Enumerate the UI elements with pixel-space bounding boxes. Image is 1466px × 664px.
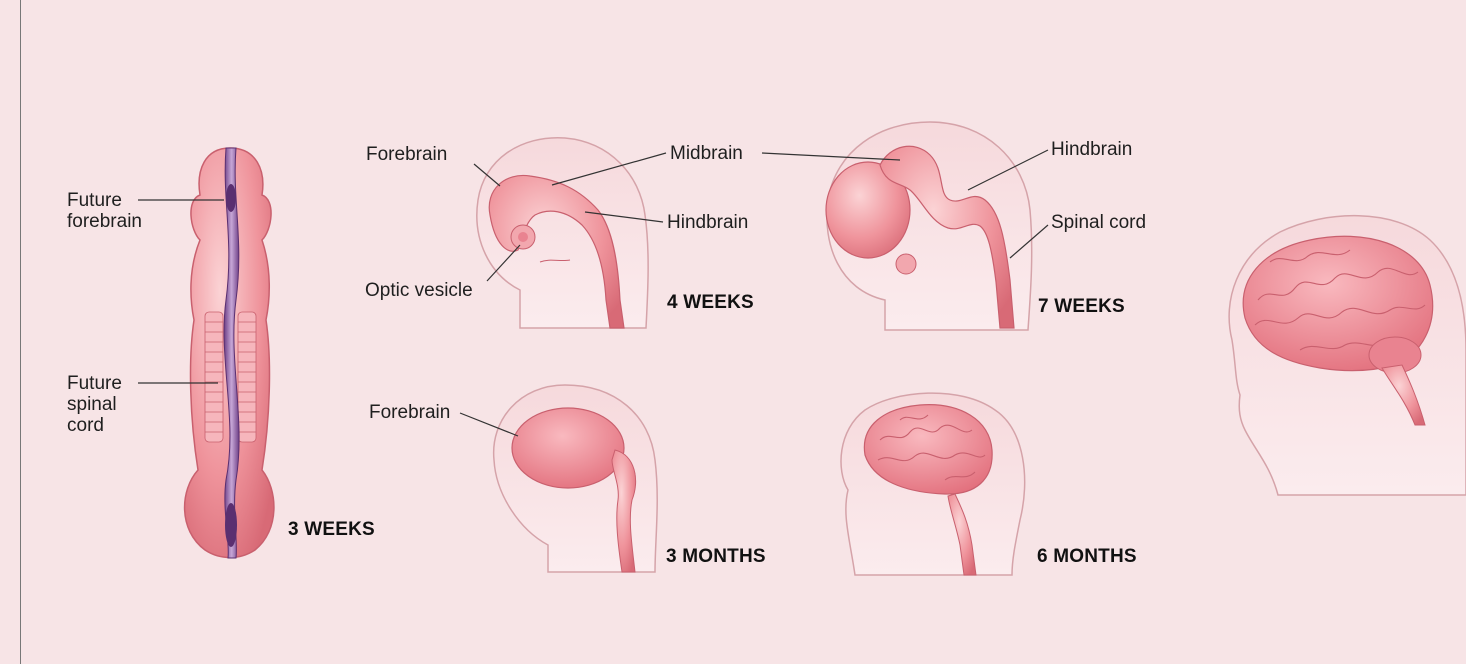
stage-label-3-months: 3 MONTHS: [666, 546, 766, 568]
label-future-forebrain: Future forebrain: [67, 190, 142, 232]
label-spinal-cord-7w: Spinal cord: [1051, 212, 1146, 233]
embryo-3-weeks: [185, 148, 274, 558]
label-midbrain-4w: Midbrain: [670, 143, 743, 164]
stage-label-7-weeks: 7 WEEKS: [1038, 296, 1125, 318]
stage-label-6-months: 6 MONTHS: [1037, 546, 1137, 568]
label-hindbrain-7w: Hindbrain: [1051, 139, 1132, 160]
left-frame-border: [20, 0, 21, 664]
label-hindbrain-4w: Hindbrain: [667, 212, 748, 233]
label-forebrain-4w: Forebrain: [366, 144, 447, 165]
label-optic-vesicle: Optic vesicle: [365, 280, 473, 301]
embryo-6-months: [841, 393, 1025, 575]
label-future-spinal-cord: Future spinal cord: [67, 373, 122, 436]
label-forebrain-3m: Forebrain: [369, 402, 450, 423]
newborn-head: [1229, 216, 1466, 495]
stage-label-3-weeks: 3 WEEKS: [288, 519, 375, 541]
stage-label-4-weeks: 4 WEEKS: [667, 292, 754, 314]
